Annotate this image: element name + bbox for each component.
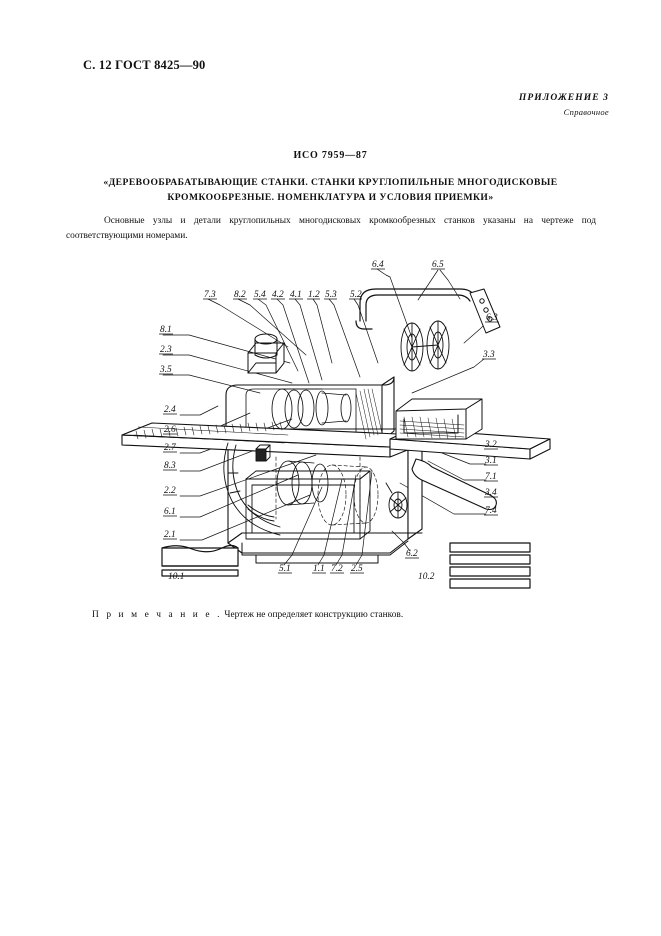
callout-3-2: 3.2 <box>484 440 497 450</box>
appendix-title: ПРИЛОЖЕНИЕ 3 <box>518 93 609 103</box>
support-arm <box>411 458 497 511</box>
machine-diagram-svg: 7.3 8.2 5.4 4.2 4.1 1.2 5.3 5.2 6.4 6.5 … <box>121 260 551 589</box>
callout-2-4: 2.4 <box>164 405 176 415</box>
hidden-internals <box>275 456 379 526</box>
callout-3-3: 3.3 <box>482 350 495 360</box>
document-title-line-1: «ДЕРЕВООБРАБАТЫВАЮЩИЕ СТАНКИ. СТАНКИ КРУ… <box>103 177 558 188</box>
intro-paragraph: Основные узлы и детали круглопильных мно… <box>66 216 596 242</box>
callout-underlines <box>159 268 499 574</box>
handwheels <box>400 320 450 372</box>
callout-10-2: 10.2 <box>418 572 435 582</box>
callout-3-4: 3.4 <box>484 488 497 498</box>
chip-chute <box>247 333 285 374</box>
control-box <box>255 444 271 462</box>
hatch-block-right <box>399 416 465 440</box>
leader-lines-top <box>207 298 379 384</box>
belt-guard <box>223 442 281 536</box>
callout-6-4: 6.4 <box>372 260 384 270</box>
drive-pulleys <box>276 460 329 506</box>
callout-6-3: 6.3 <box>486 313 498 323</box>
callout-5-1: 5.1 <box>279 564 291 574</box>
workpiece-board-unedged <box>161 544 239 577</box>
callout-labels-right: 6.3 3.3 3.2 3.1 7.1 3.4 7.4 <box>482 313 498 516</box>
callout-4-2: 4.2 <box>272 290 284 300</box>
hatch-strip-center <box>355 388 383 440</box>
callout-2-2: 2.2 <box>164 486 176 496</box>
adjust-handwheel <box>385 482 408 519</box>
callout-7-3: 7.3 <box>204 290 216 300</box>
pressure-roll-box <box>395 398 483 440</box>
top-guard-rail <box>355 288 475 330</box>
appendix-block: ПРИЛОЖЕНИЕ 3 Справочное <box>519 92 609 118</box>
saw-arbor <box>271 388 352 430</box>
callout-10-1: 10.1 <box>168 572 184 582</box>
callout-5-4: 5.4 <box>254 290 266 300</box>
callout-1-1: 1.1 <box>313 564 325 574</box>
callout-4-1: 4.1 <box>290 290 302 300</box>
figure-note: П р и м е ч а н и е . Чертеж не определя… <box>92 610 403 620</box>
feed-roller-teeth <box>133 421 289 444</box>
iso-reference: ИСО 7959—87 <box>293 150 368 161</box>
callout-7-2: 7.2 <box>331 564 343 574</box>
callout-8-3: 8.3 <box>164 461 176 471</box>
machine-foot <box>241 540 409 564</box>
appendix-subtitle: Справочное <box>563 106 609 117</box>
callout-3-1: 3.1 <box>484 456 497 466</box>
document-title: «ДЕРЕВООБРАБАТЫВАЮЩИЕ СТАНКИ. СТАНКИ КРУ… <box>60 176 601 205</box>
callout-6-1: 6.1 <box>164 507 176 517</box>
lever-handle <box>247 504 275 522</box>
callout-1-2: 1.2 <box>308 290 320 300</box>
callout-5-3: 5.3 <box>325 290 337 300</box>
leader-lines-left <box>162 334 317 541</box>
leader-lines-upper-right <box>376 268 461 339</box>
callout-7-4: 7.4 <box>485 506 497 516</box>
callout-2-3: 2.3 <box>160 345 172 355</box>
note-label: П р и м е ч а н и е . <box>92 610 223 620</box>
callout-labels-left: 8.1 2.3 3.5 2.4 2.6 2.7 8.3 2.2 6.1 2.1 <box>159 325 177 540</box>
technical-drawing: 7.3 8.2 5.4 4.2 4.1 1.2 5.3 5.2 6.4 6.5 … <box>60 243 605 603</box>
callout-7-1: 7.1 <box>485 472 497 482</box>
callout-2-1: 2.1 <box>164 530 176 540</box>
callout-2-6: 2.6 <box>164 425 176 435</box>
callout-2-5: 2.5 <box>351 564 363 574</box>
page-header: С. 12 ГОСТ 8425—90 <box>83 58 206 72</box>
callout-5-2: 5.2 <box>350 290 362 300</box>
front-panel <box>245 470 371 540</box>
callout-8-2: 8.2 <box>234 290 246 300</box>
note-text: Чертеж не определяет конструкцию станков… <box>224 610 404 620</box>
callout-labels-bottom: 5.1 1.1 7.2 2.5 6.2 10.1 10.2 <box>168 549 435 582</box>
callout-6-5: 6.5 <box>432 260 444 270</box>
callout-2-7: 2.7 <box>164 443 177 453</box>
callout-3-5: 3.5 <box>159 365 172 375</box>
mounting-plate <box>469 288 501 334</box>
callout-labels-top: 7.3 8.2 5.4 4.2 4.1 1.2 5.3 5.2 6.4 6.5 <box>204 260 444 300</box>
document-title-line-2: КРОМКООБРЕЗНЫЕ. НОМЕНКЛАТУРА И УСЛОВИЯ П… <box>167 191 494 203</box>
callout-8-1: 8.1 <box>160 325 172 335</box>
workpiece-board-strips <box>449 542 531 589</box>
callout-6-2: 6.2 <box>406 549 418 559</box>
